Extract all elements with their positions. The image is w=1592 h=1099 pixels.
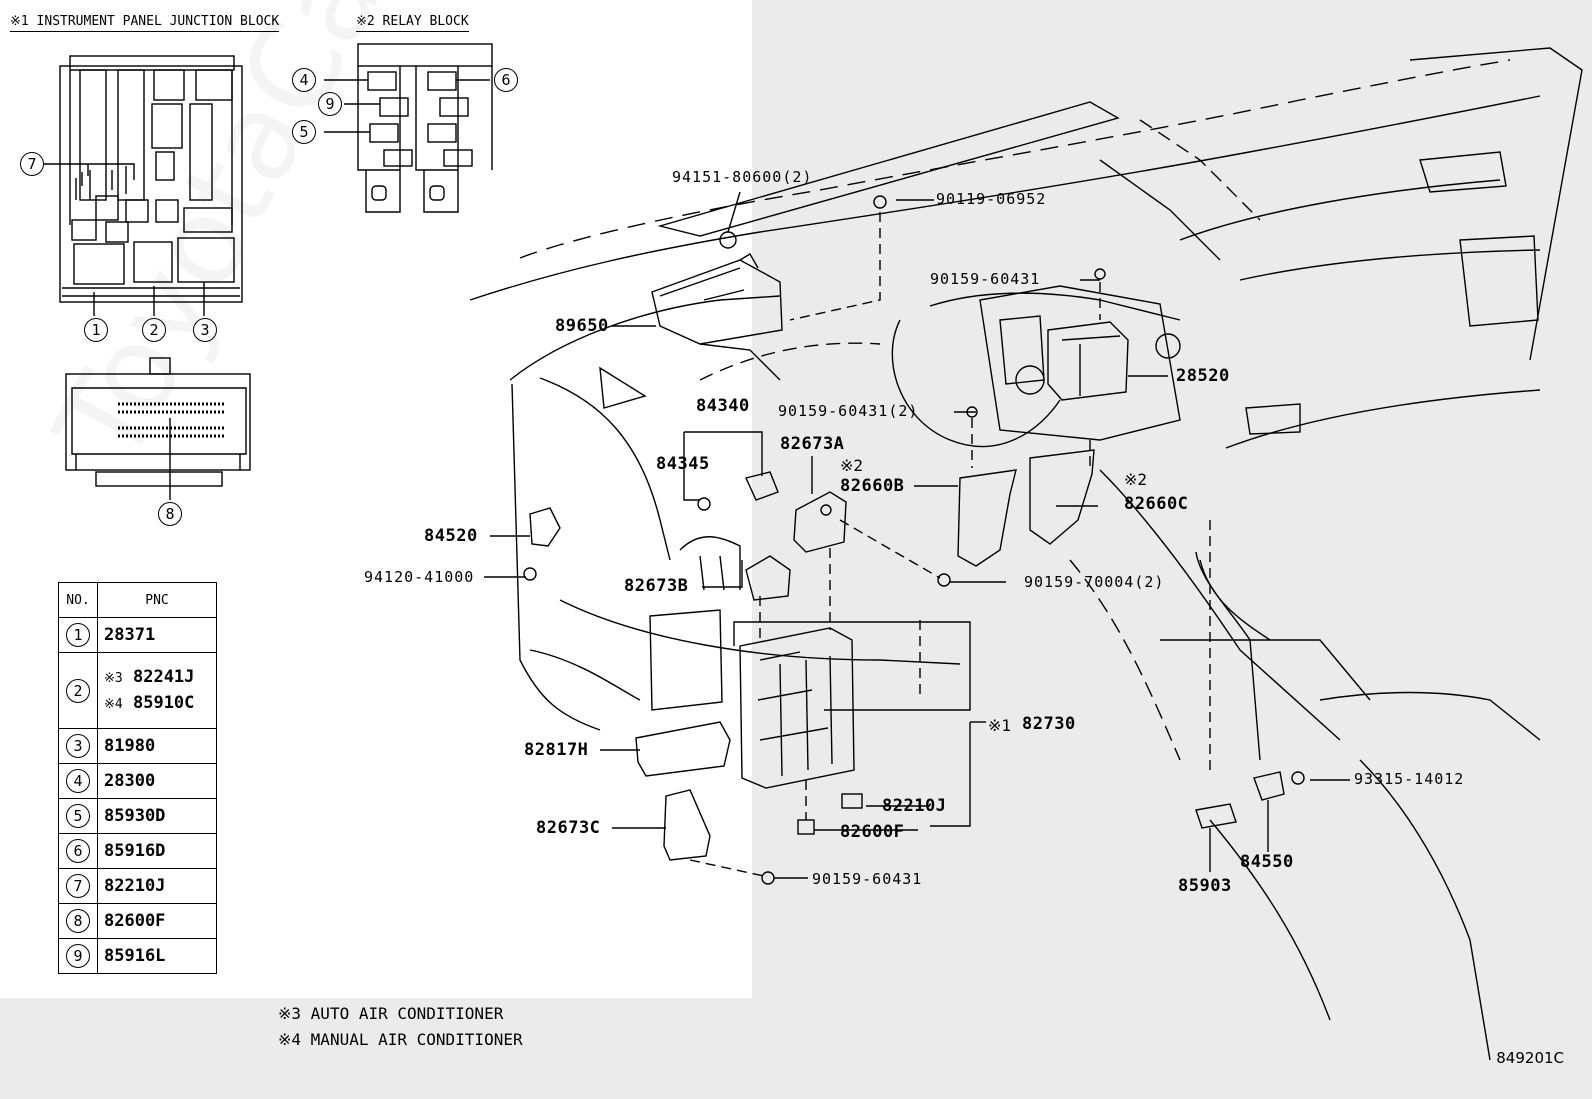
- callout-4: 4: [292, 68, 316, 92]
- illustration-code: 849201C: [1496, 1049, 1564, 1067]
- part-shapes: [523, 195, 1305, 885]
- table-header-row: NO. PNC: [58, 582, 217, 618]
- part-label-90159-a: 90159-60431: [930, 270, 1041, 288]
- footnote-auto-ac: ※3 AUTO AIR CONDITIONER: [278, 1004, 504, 1023]
- part-label-90159-c: 90159-70004(2): [1024, 573, 1165, 591]
- part-label-82210J: 82210J: [882, 796, 947, 816]
- row-pnc: 85916L: [97, 938, 217, 974]
- table-row: 9 85916L: [58, 938, 217, 974]
- part-label-84340: 84340: [696, 396, 750, 416]
- callout-9: 9: [318, 92, 342, 116]
- dashboard-outline: [469, 47, 1583, 1061]
- row-no: 4: [66, 769, 90, 793]
- table-row: 8 82600F: [58, 903, 217, 939]
- part-label-82673C: 82673C: [536, 818, 601, 838]
- part-label-82817H: 82817H: [524, 740, 589, 760]
- callout-5: 5: [292, 120, 316, 144]
- part-label-90159-b: 90159-60431(2): [778, 402, 919, 420]
- part-label-82673A: 82673A: [780, 434, 845, 454]
- row-no: 6: [66, 839, 90, 863]
- row-no: 3: [66, 734, 90, 758]
- part-label-82673B: 82673B: [624, 576, 689, 596]
- row-no: 2: [66, 678, 90, 703]
- row-no: 7: [66, 874, 90, 898]
- callout-1: 1: [84, 318, 108, 342]
- row-pnc: 81980: [97, 728, 217, 764]
- part-label-93315: 93315-14012: [1354, 770, 1465, 788]
- callout-8: 8: [158, 502, 182, 526]
- row-pnc: 85910C: [132, 692, 195, 713]
- part-label-89650: 89650: [555, 316, 609, 336]
- pnc-table: NO. PNC 1 28371 2 ※3 82241J ※4 85910C 3 …: [58, 582, 217, 974]
- row-no: 5: [66, 804, 90, 828]
- table-row: 4 28300: [58, 763, 217, 799]
- row-pnc: 82241J: [132, 666, 195, 687]
- junction-block-header: ※1 INSTRUMENT PANEL JUNCTION BLOCK: [10, 14, 280, 32]
- col-header-pnc: PNC: [97, 582, 217, 618]
- part-label-84550: 84550: [1240, 852, 1294, 872]
- row-no: 8: [66, 909, 90, 933]
- row-pnc: 85916D: [97, 833, 217, 869]
- part-label-82660C: 82660C: [1124, 494, 1189, 514]
- part-label-82660B: 82660B: [840, 476, 905, 496]
- callout-7: 7: [20, 152, 44, 176]
- row-note: ※3: [104, 670, 123, 686]
- part-label-82600F: 82600F: [840, 822, 905, 842]
- relay-block-drawing: [324, 43, 493, 213]
- footnote-manual-ac: ※4 MANUAL AIR CONDITIONER: [278, 1030, 523, 1049]
- part-label-90119: 90119-06952: [936, 190, 1047, 208]
- table-row: 3 81980: [58, 728, 217, 764]
- callout-3: 3: [193, 318, 217, 342]
- mark-2-b: ※2: [1124, 470, 1148, 489]
- table-row: 1 28371: [58, 617, 217, 653]
- relay-block-header: ※2 RELAY BLOCK: [356, 14, 469, 32]
- part-label-94120: 94120-41000: [364, 568, 475, 586]
- part-label-84345: 84345: [656, 454, 710, 474]
- ecu-drawing: [65, 357, 251, 500]
- part-label-28520: 28520: [1176, 366, 1230, 386]
- callout-6: 6: [494, 68, 518, 92]
- mark-2-a: ※2: [840, 456, 864, 475]
- col-header-no: NO.: [58, 582, 98, 618]
- table-row: 2 ※3 82241J ※4 85910C: [58, 652, 217, 729]
- row-note: ※4: [104, 696, 123, 712]
- callout-2: 2: [142, 318, 166, 342]
- row-pnc: 85930D: [97, 798, 217, 834]
- row-pnc: 28300: [97, 763, 217, 799]
- row-no: 9: [66, 944, 90, 968]
- leader-lines: [484, 191, 1350, 879]
- part-label-94151: 94151-80600(2): [672, 168, 813, 186]
- table-row: 6 85916D: [58, 833, 217, 869]
- alignment-lines: [689, 212, 1211, 877]
- mark-1: ※1: [988, 716, 1012, 735]
- row-pnc: 28371: [97, 617, 217, 653]
- table-row: 5 85930D: [58, 798, 217, 834]
- part-label-85903: 85903: [1178, 876, 1232, 896]
- row-pnc: 82600F: [97, 903, 217, 939]
- row-pnc: 82210J: [97, 868, 217, 904]
- table-row: 7 82210J: [58, 868, 217, 904]
- row-no: 1: [66, 623, 90, 647]
- part-label-84520: 84520: [424, 526, 478, 546]
- junction-block-drawing: [59, 55, 243, 316]
- part-label-90159-d: 90159-60431: [812, 870, 923, 888]
- part-label-82730: 82730: [1022, 714, 1076, 734]
